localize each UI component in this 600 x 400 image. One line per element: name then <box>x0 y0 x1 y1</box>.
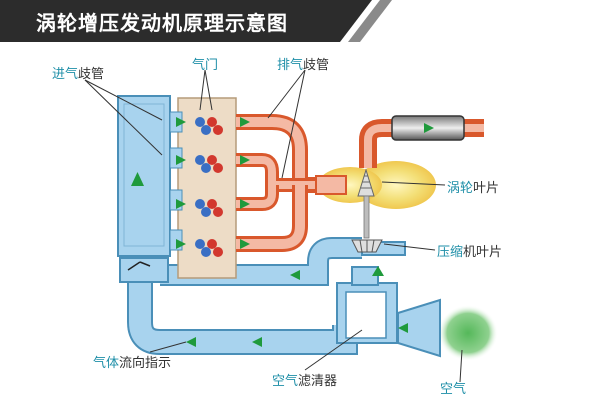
flow-arrow <box>424 123 434 133</box>
turbine-housing <box>315 161 436 209</box>
exhaust-manifold <box>236 114 318 252</box>
label-air-accent: 空气 <box>440 382 467 397</box>
leader-lines <box>84 69 463 383</box>
label-air-filter-rest: 滤清器 <box>298 374 338 389</box>
flow-arrow <box>240 199 250 209</box>
valve-cluster-1 <box>195 117 223 135</box>
diagram-title: 涡轮增压发动机原理示意图 <box>36 11 288 35</box>
flow-arrow <box>176 117 186 127</box>
label-turbine-blade: 涡轮叶片 <box>447 177 499 196</box>
label-compressor-blade: 压缩机叶片 <box>437 241 502 260</box>
label-valves-accent: 气门 <box>192 58 219 73</box>
label-compressor-blade-accent: 压缩 <box>437 245 464 260</box>
label-turbine-blade-rest: 叶片 <box>473 181 500 196</box>
label-exhaust-manifold: 排气歧管 <box>277 54 329 73</box>
label-air-filter: 空气滤清器 <box>272 370 337 389</box>
label-intake-manifold-rest: 歧管 <box>78 67 105 82</box>
flow-arrows <box>131 117 434 347</box>
flow-arrow <box>186 337 196 347</box>
label-turbine-blade-accent: 涡轮 <box>447 181 474 196</box>
intake-pipe <box>127 237 441 358</box>
compressor-wheel <box>351 239 383 253</box>
flow-arrow <box>176 155 186 165</box>
label-intake-manifold: 进气歧管 <box>52 63 104 82</box>
flow-arrow <box>176 199 186 209</box>
flow-arrow <box>290 270 300 280</box>
intake-manifold <box>117 95 171 283</box>
flow-arrow <box>398 323 408 333</box>
label-intake-manifold-accent: 进气 <box>52 67 79 82</box>
air-cloud <box>438 305 498 361</box>
exhaust-outlet-pipe <box>359 119 484 168</box>
label-compressor-blade-rest: 机叶片 <box>463 245 503 260</box>
valve-cluster-2 <box>195 155 223 173</box>
flow-arrow <box>252 337 262 347</box>
flow-arrow <box>372 266 384 276</box>
valve-cluster-4 <box>195 239 223 257</box>
flow-arrow <box>240 239 250 249</box>
flow-arrow <box>131 172 144 186</box>
label-air: 空气 <box>440 378 466 397</box>
air-filter <box>336 266 398 344</box>
flow-arrow <box>176 239 186 249</box>
flow-arrow <box>240 117 250 127</box>
label-valves: 气门 <box>192 54 218 73</box>
flow-arrow <box>240 155 250 165</box>
label-air-filter-accent: 空气 <box>272 374 299 389</box>
label-airflow-direction-rest: 流向指示 <box>119 356 172 371</box>
valve-cluster-3 <box>195 199 223 217</box>
label-airflow-direction-accent: 气体 <box>93 356 120 371</box>
label-exhaust-manifold-rest: 歧管 <box>303 58 330 73</box>
title-banner <box>0 0 392 42</box>
turbo-shaft <box>363 195 370 239</box>
label-airflow-direction: 气体流向指示 <box>93 352 171 371</box>
label-exhaust-manifold-accent: 排气 <box>277 58 304 73</box>
